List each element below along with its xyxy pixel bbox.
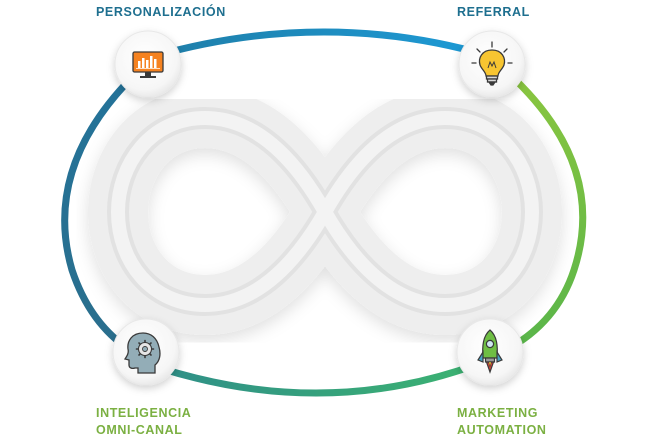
label-inteligencia-line1: INTELIGENCIA <box>96 406 192 420</box>
label-marketing-line2: AUTOMATION <box>457 423 547 437</box>
label-inteligencia-omni-canal: INTELIGENCIA OMNI-CANAL <box>96 405 191 439</box>
ring-arc-bottom <box>156 360 482 397</box>
node-personalizacion <box>114 30 182 98</box>
label-referral-text: REFERRAL <box>457 5 530 19</box>
node-inteligencia <box>112 318 180 386</box>
ring-arc-top <box>151 28 494 60</box>
label-personalizacion-text: PERSONALIZACIÓN <box>96 5 226 19</box>
infinity-symbol <box>88 88 562 335</box>
rocket-icon <box>477 329 503 374</box>
monitor-chart-icon <box>132 51 164 78</box>
node-marketing <box>456 318 524 386</box>
label-inteligencia-line2: OMNI-CANAL <box>96 423 183 437</box>
label-personalizacion: PERSONALIZACIÓN <box>96 4 226 21</box>
label-marketing-line1: MARKETING <box>457 406 539 420</box>
label-referral: REFERRAL <box>457 4 530 21</box>
node-referral <box>458 30 526 98</box>
head-gear-icon <box>123 332 161 374</box>
ring-arc-left <box>61 58 152 360</box>
ring-arc-right <box>494 60 587 356</box>
lightbulb-icon <box>471 41 513 86</box>
label-marketing-automation: MARKETING AUTOMATION <box>457 405 547 439</box>
cycle-ring <box>61 28 587 397</box>
